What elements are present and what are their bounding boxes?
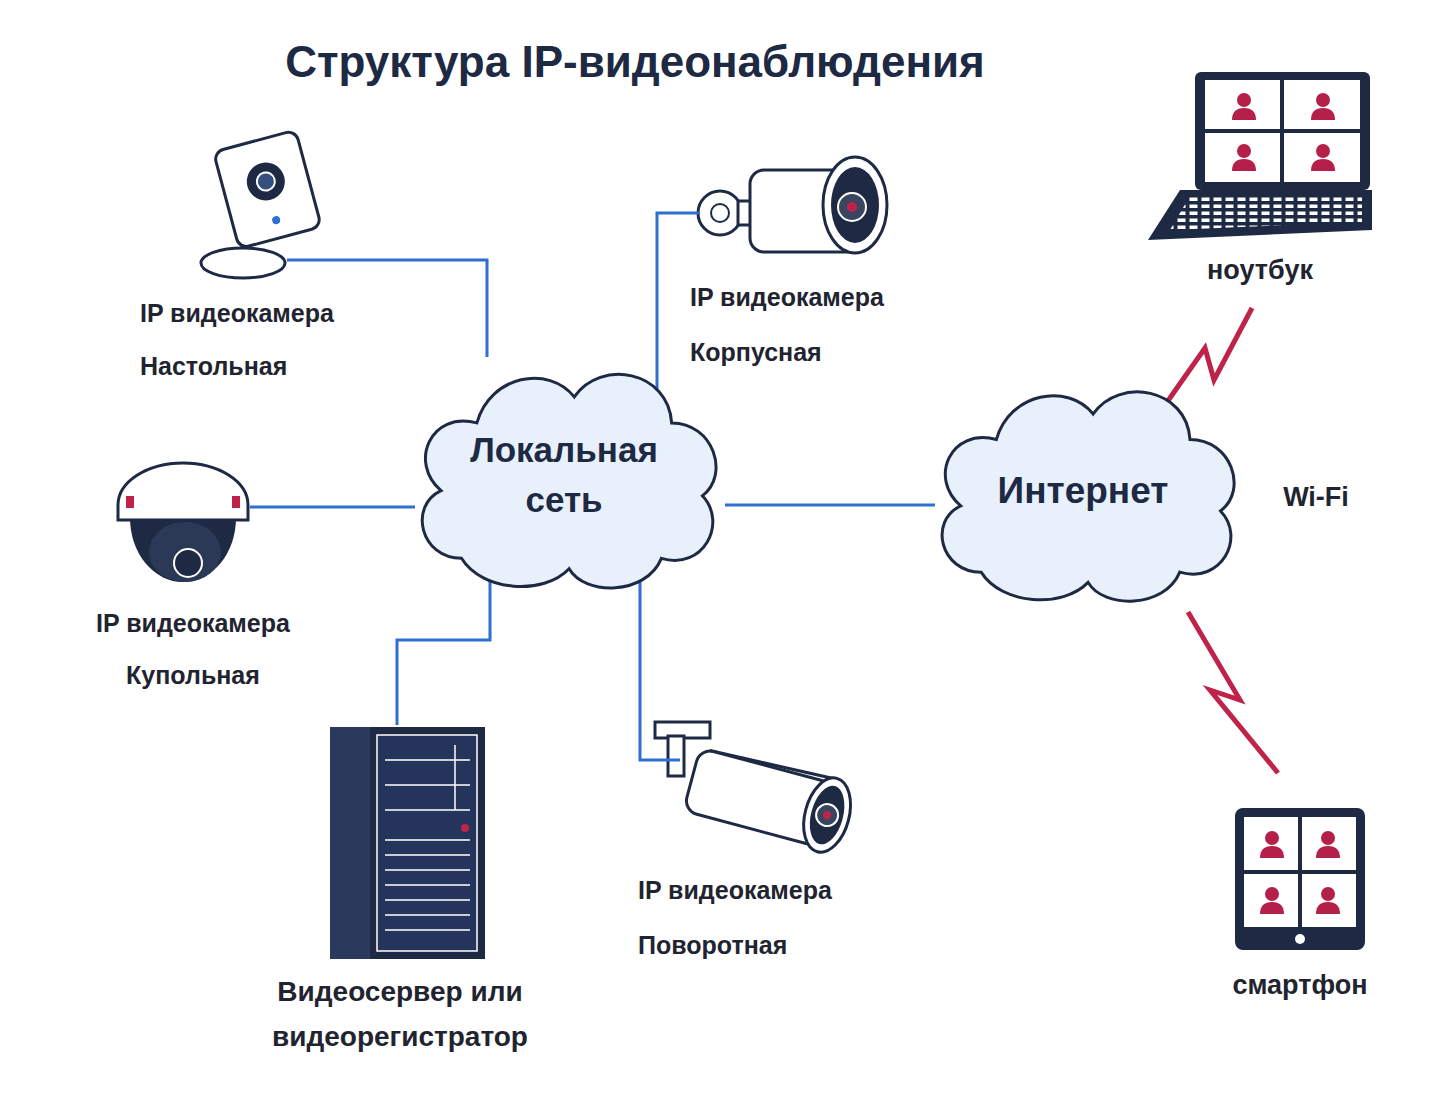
smartphone-icon-part <box>1244 817 1356 927</box>
laptop-icon-part <box>1205 80 1360 182</box>
laptop-icon-part <box>1195 72 1370 190</box>
bullet-camera-part <box>711 204 729 222</box>
server-tower-part <box>385 760 470 930</box>
laptop-icon-part-part <box>1237 93 1251 107</box>
desk-camera-part-part <box>255 170 277 192</box>
device-node: ноутбук <box>1145 68 1375 290</box>
desk-camera-part-part <box>271 215 281 225</box>
node-label: IP видеокамера Корпусная <box>683 270 922 380</box>
server-node: Видеосервер или видеорегистратор <box>220 720 580 1059</box>
desk-camera-part <box>201 248 285 278</box>
laptop-icon-part <box>1205 80 1360 182</box>
laptop-icon-part-part <box>1316 93 1330 107</box>
diagram-title: Структура IP-видеонаблюдения <box>0 32 1270 92</box>
server-tower-part <box>377 735 477 951</box>
camera-node: IP видеокамера Корпусная <box>683 150 915 380</box>
dome-camera-part <box>174 549 202 577</box>
node-label: IP видеокамера Поворотная <box>638 863 870 973</box>
smartphone-icon-part-part <box>1265 887 1279 901</box>
node-label: смартфон <box>1225 965 1375 1005</box>
laptop-icon <box>1148 72 1372 240</box>
smartphone-icon-part <box>1295 934 1305 944</box>
cloud-label: Интернет <box>953 466 1213 516</box>
cloud-outline <box>400 350 728 600</box>
ptz-camera-part-part <box>796 773 858 858</box>
dome-camera <box>118 463 248 582</box>
desk-camera <box>201 130 321 278</box>
smartphone-icon-part <box>1244 817 1356 927</box>
network-cable <box>397 578 490 725</box>
dome-camera-part <box>126 496 134 508</box>
smartphone-icon-part-part <box>1321 887 1335 901</box>
ptz-camera-part <box>668 736 684 776</box>
ptz-camera <box>655 722 858 857</box>
desk-camera-part <box>213 130 321 249</box>
wireless-label: Wi-Fi <box>1270 477 1362 517</box>
bullet-camera-part <box>831 167 879 243</box>
smartphone-icon-part-part <box>1321 831 1335 845</box>
bullet-camera-part <box>838 193 866 221</box>
cloud-shape <box>422 374 716 588</box>
bullet-camera-part <box>698 191 742 235</box>
dome-camera-part <box>232 496 240 508</box>
dome-camera-part <box>130 518 236 582</box>
ptz-camera-part-part <box>804 782 850 848</box>
wireless-link <box>1188 612 1278 773</box>
smartphone-icon-part-part <box>1316 902 1340 914</box>
node-label: IP видеокамера Купольная <box>78 597 308 701</box>
laptop-icon-part-part <box>1232 159 1256 171</box>
device-node: смартфон <box>1225 800 1375 1005</box>
server-tower-part <box>454 745 456 810</box>
node-label: ноутбук <box>1145 250 1375 290</box>
laptop-icon-part <box>1170 196 1362 230</box>
network-cloud: Интернет <box>920 368 1246 613</box>
smartphone-icon-part-part <box>1260 846 1284 858</box>
laptop-icon-part-part <box>1232 108 1256 120</box>
smartphone-icon-part-part <box>1260 902 1284 914</box>
network-cable <box>657 213 700 412</box>
smartphone-icon-part-part <box>1265 831 1279 845</box>
laptop-icon-part-part <box>1311 159 1335 171</box>
desk-camera-part-part <box>243 158 290 205</box>
camera-node: IP видеокамера Настольная <box>140 130 372 393</box>
laptop-icon-part <box>1232 93 1335 171</box>
server-tower-part <box>330 727 485 959</box>
camera-node: IP видеокамера Купольная <box>78 455 308 701</box>
server-tower <box>330 727 485 959</box>
network-cable <box>250 506 415 509</box>
smartphone-icon <box>1235 808 1365 950</box>
bullet-camera-part <box>823 157 887 253</box>
bullet-camera-part <box>847 202 857 212</box>
server-tower-part <box>461 824 469 832</box>
network-cable <box>640 580 680 760</box>
network-cable <box>725 504 935 507</box>
ptz-camera-part-part <box>822 810 832 820</box>
laptop-icon-part-part <box>1311 108 1335 120</box>
ptz-camera-part-part <box>814 802 841 829</box>
smartphone-icon-part <box>1235 808 1365 950</box>
ptz-camera-part <box>682 742 858 857</box>
laptop-icon-part-part <box>1237 144 1251 158</box>
smartphone-icon-part-part <box>1316 846 1340 858</box>
network-cloud: Локальная сеть <box>400 350 728 600</box>
smartphone-icon-part <box>1260 831 1340 914</box>
node-label: Видеосервер или видеорегистратор <box>220 969 580 1059</box>
laptop-icon-part <box>1148 190 1372 240</box>
bullet-camera <box>698 157 887 253</box>
server-tower-part <box>330 727 370 959</box>
ptz-camera-part-part <box>710 746 837 784</box>
wireless-link <box>1165 308 1252 405</box>
cloud-shape <box>942 392 1234 601</box>
dome-camera-part <box>149 522 221 582</box>
desk-camera-part-part <box>213 130 321 249</box>
cloud-label: Локальная сеть <box>449 425 679 525</box>
laptop-icon-part-part <box>1316 144 1330 158</box>
node-label: IP видеокамера Настольная <box>140 287 372 393</box>
camera-node: IP видеокамера Поворотная <box>655 715 887 973</box>
dome-camera-part <box>118 463 248 520</box>
